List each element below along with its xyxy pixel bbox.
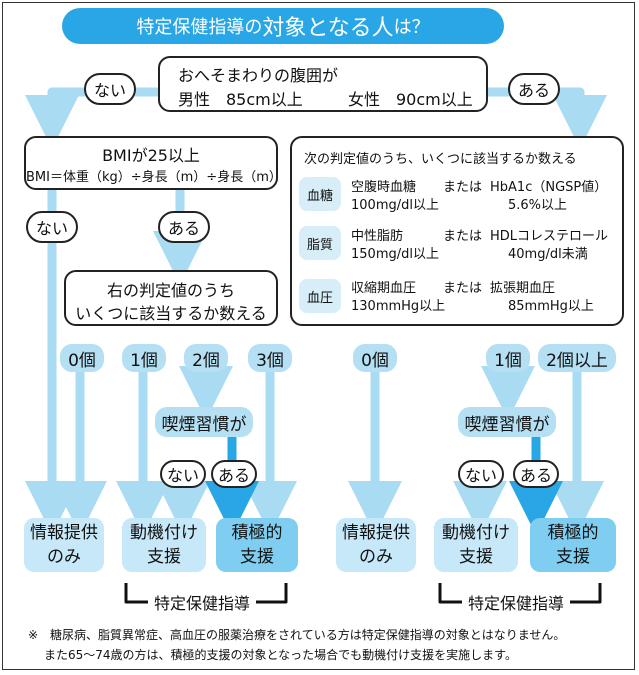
criteria-a-value: 130mmHg以上 — [351, 299, 446, 314]
category-lipid: 脂質 — [299, 226, 341, 260]
count-2plus-right: 2個以上 — [538, 344, 616, 372]
result-motivation-line2: 支援 — [459, 547, 493, 567]
criteria-or: または — [443, 281, 483, 296]
count-1-right: 1個 — [486, 344, 530, 372]
category-blood-pressure: 血圧 — [299, 279, 341, 313]
bracket-label-left: 特定保健指導 — [148, 590, 257, 614]
criteria-b-value: 40mg/dl未満 — [508, 247, 588, 262]
waist-female: 女性 90cm以上 — [348, 90, 473, 109]
result-info-right: 情報提供 のみ — [336, 518, 416, 572]
smoking-badge-right: 喫煙習慣が — [458, 407, 556, 437]
criteria-box: 次の判定値のうち、いくつに該当するか数える — [290, 136, 624, 326]
count-0-right: 0個 — [353, 344, 397, 372]
bracket-label-right: 特定保健指導 — [462, 590, 571, 614]
count-3-left: 3個 — [248, 344, 292, 372]
smoking-yes-left: ある — [211, 460, 257, 488]
criteria-a-value: 100mg/dl以上 — [351, 198, 439, 213]
result-active-left: 積極的 支援 — [216, 518, 298, 572]
smoking-no-right: ない — [458, 460, 504, 488]
count-line1: 右の判定値のうち — [106, 281, 235, 300]
result-active-line1: 積極的 — [231, 523, 283, 543]
count-1-left: 1個 — [122, 344, 166, 372]
bmi-line1: BMIが25以上 — [102, 146, 200, 165]
smoking-yes-right: ある — [513, 460, 559, 488]
bmi-box: BMIが25以上 BMI＝体重（kg）÷身長（m）÷身長（m） — [24, 136, 282, 190]
result-motivation-right: 動機付け 支援 — [434, 518, 518, 572]
result-motivation-left: 動機付け 支援 — [122, 518, 206, 572]
criteria-b-name: HbA1c（NGSP値） — [490, 180, 608, 195]
criteria-or: または — [443, 180, 483, 195]
smoking-no-left: ない — [160, 460, 206, 488]
waist-yes-label: ある — [508, 73, 560, 105]
count-2-left: 2個 — [184, 344, 228, 372]
result-motivation-line1: 動機付け — [442, 523, 510, 543]
result-info-left: 情報提供 のみ — [24, 518, 104, 572]
smoking-badge-left: 喫煙習慣が — [155, 407, 253, 437]
bmi-formula: BMI＝体重（kg）÷身長（m）÷身長（m） — [26, 170, 282, 185]
result-info-line1: 情報提供 — [30, 523, 98, 543]
criteria-b-name: HDLコレステロール — [490, 229, 609, 244]
criteria-b-value: 5.6%以上 — [508, 198, 568, 213]
title-part2: 対象となる人 — [262, 16, 394, 41]
category-blood-sugar: 血糖 — [299, 177, 341, 211]
result-motivation-line2: 支援 — [147, 547, 181, 567]
count-line2: いくつに該当するか数える — [75, 304, 267, 323]
result-info-line1: 情報提供 — [342, 523, 410, 543]
result-active-right: 積極的 支援 — [530, 518, 616, 572]
waist-line1: おへそまわりの腹囲が — [178, 66, 339, 85]
criteria-or: または — [443, 229, 483, 244]
criteria-b-value: 85mmHg以上 — [508, 299, 594, 314]
footnote-line1: ※ 糖尿病、脂質異常症、高血圧の服薬治療をされている方は特定保健指導の対象とはな… — [28, 628, 566, 642]
bmi-no-label: ない — [26, 211, 78, 243]
count-box: 右の判定値のうち いくつに該当するか数える — [64, 270, 278, 326]
criteria-a-name: 空腹時血糖 — [351, 180, 417, 195]
waist-box: おへそまわりの腹囲が 男性 85cm以上 女性 90cm以上 — [158, 56, 488, 112]
result-active-line1: 積極的 — [547, 523, 599, 543]
criteria-a-name: 中性脂肪 — [351, 229, 404, 244]
result-active-line2: 支援 — [556, 547, 590, 567]
result-active-line2: 支援 — [240, 547, 274, 567]
title-part3: は？ — [393, 17, 430, 38]
criteria-b-name: 拡張期血圧 — [490, 281, 556, 296]
title-part1: 特定保健指導の — [136, 17, 263, 38]
page-title: 特定保健指導の対象となる人は？ — [62, 8, 504, 44]
waist-male: 男性 85cm以上 — [178, 90, 303, 109]
result-info-line2: のみ — [47, 547, 81, 567]
criteria-a-name: 収縮期血圧 — [351, 281, 417, 296]
footnote-line2: また65～74歳の方は、積極的支援の対象となった場合でも動機付け支援を実施します… — [44, 648, 517, 662]
criteria-a-value: 150mg/dl以上 — [351, 247, 439, 262]
result-motivation-line1: 動機付け — [130, 523, 198, 543]
criteria-title: 次の判定値のうち、いくつに該当するか数える — [304, 152, 577, 167]
bmi-yes-label: ある — [158, 211, 210, 243]
count-0-left: 0個 — [60, 344, 104, 372]
waist-no-label: ない — [84, 73, 136, 105]
result-info-line2: のみ — [359, 547, 393, 567]
